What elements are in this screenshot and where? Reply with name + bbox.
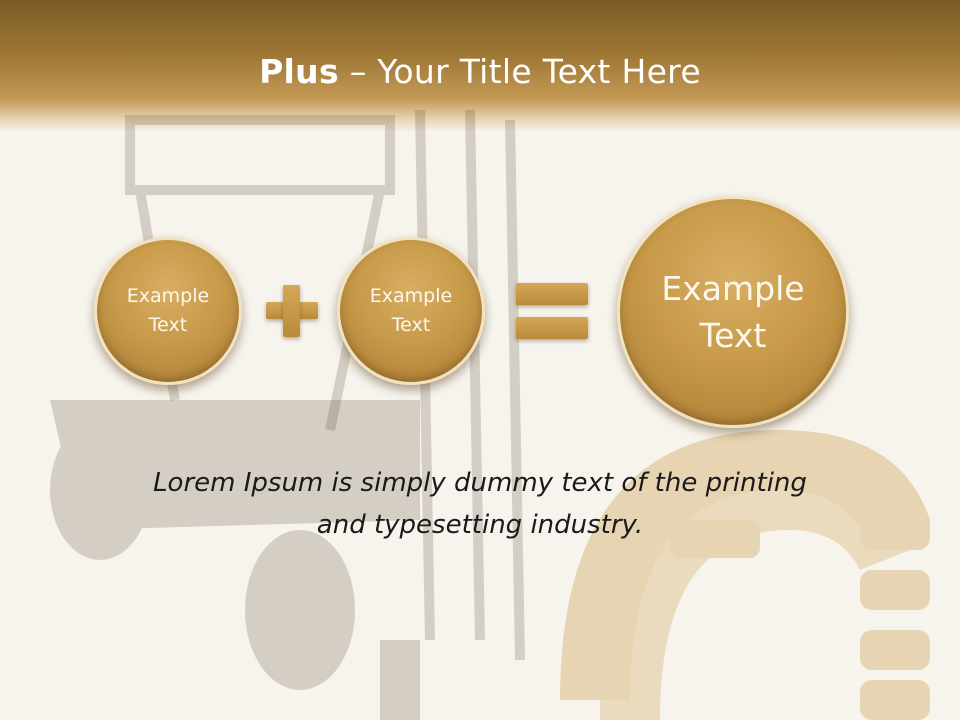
result-line-1: Example	[661, 269, 805, 308]
result-circle[interactable]: Example Text	[617, 196, 849, 428]
caption-text: Lorem Ipsum is simply dummy text of the …	[100, 462, 860, 546]
title-rest: – Your Title Text Here	[338, 52, 701, 91]
circle-1-line-1: Example	[126, 285, 210, 307]
result-line-2: Text	[699, 316, 767, 355]
title-bold: Plus	[259, 52, 339, 91]
caption-line-1: Lorem Ipsum is simply dummy text of the …	[153, 468, 807, 498]
example-circle-2[interactable]: Example Text	[337, 237, 485, 385]
slide-title: Plus – Your Title Text Here	[0, 52, 960, 91]
caption-line-2: and typesetting industry.	[316, 510, 644, 540]
circle-2-line-2: Text	[391, 314, 431, 336]
circle-2-line-1: Example	[369, 285, 453, 307]
example-circle-1[interactable]: Example Text	[94, 237, 242, 385]
title-banner	[0, 0, 960, 132]
forklift-background-image	[50, 109, 930, 720]
equals-icon	[516, 283, 588, 339]
circle-1-line-2: Text	[148, 314, 188, 336]
plus-icon	[266, 285, 318, 337]
